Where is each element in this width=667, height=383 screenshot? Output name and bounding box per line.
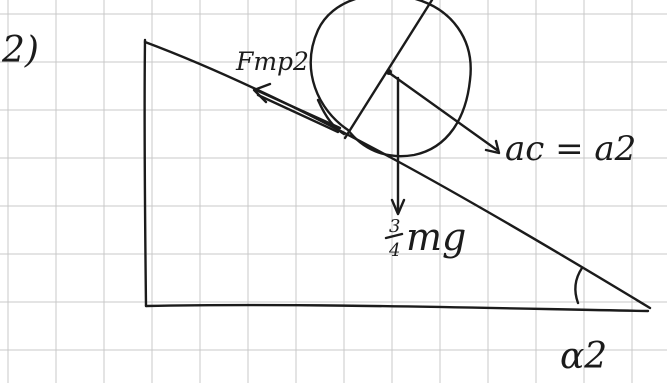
angle-arc bbox=[574, 266, 584, 305]
acceleration-label: ac = a2 bbox=[505, 129, 636, 169]
friction-label: Fтр2 bbox=[235, 47, 309, 76]
cylinder-circle bbox=[309, 0, 472, 158]
rolling-cylinder bbox=[309, 0, 472, 158]
cylinder-radius-line bbox=[343, 0, 434, 140]
center-dot bbox=[386, 69, 392, 75]
angle-label: α2 bbox=[560, 336, 607, 377]
problem-number: 2) bbox=[1, 30, 39, 71]
acceleration-arrow bbox=[386, 69, 501, 155]
acceleration-arrow-shaft bbox=[386, 70, 499, 152]
incline-vertical-side bbox=[143, 38, 148, 308]
acceleration-arrow-head bbox=[484, 139, 501, 155]
contact-mark bbox=[316, 98, 346, 136]
gravity-fraction-numerator: 3 bbox=[389, 216, 400, 237]
gravity-label: mg bbox=[406, 215, 466, 259]
incline-triangle bbox=[143, 38, 652, 313]
incline-hypotenuse bbox=[143, 40, 652, 310]
gravity-arrow-head bbox=[390, 198, 406, 216]
incline-base bbox=[144, 303, 650, 313]
gravity-force-arrow bbox=[390, 76, 406, 216]
gravity-fraction-bar bbox=[384, 232, 404, 240]
gravity-fraction-denominator: 4 bbox=[388, 240, 400, 261]
friction-arrow-head bbox=[252, 82, 272, 104]
friction-arrow-shaft bbox=[254, 88, 342, 130]
friction-force-arrow bbox=[252, 82, 342, 134]
friction-arrow-shaft-2 bbox=[256, 93, 340, 134]
